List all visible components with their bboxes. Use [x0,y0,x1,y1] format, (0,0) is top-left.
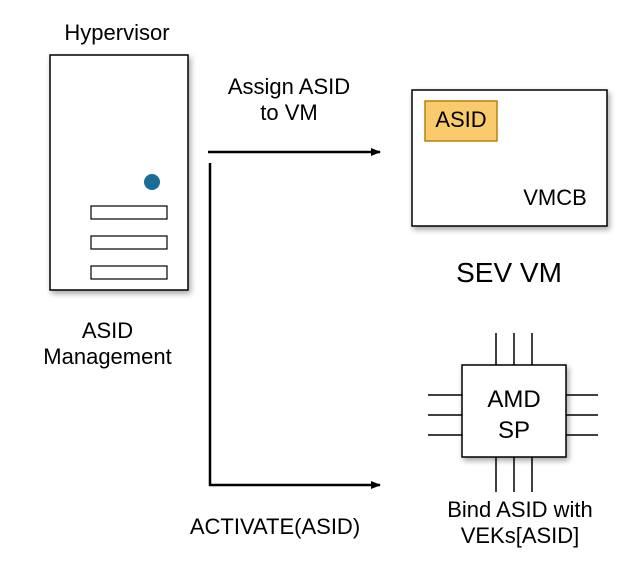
amd-sp-caption-line2: VEKs[ASID] [460,523,580,549]
activate-label: ACTIVATE(ASID) [189,514,361,539]
assign-label-line1: Assign ASID [227,74,351,99]
amd-sp-caption-line1: Bind ASID with [447,497,593,522]
vmcb-label: VMCB [523,185,587,210]
asid-field [424,100,498,142]
chip-pins [428,333,598,492]
amd-sp-line2: SP [497,417,530,445]
sev-vm-caption: SEV VM [456,257,562,288]
drive-bay-2 [90,235,168,250]
amd-sp-label: AMD SP [462,384,566,446]
activate-arrow [208,163,381,489]
assign-label-line2: to VM [260,100,318,126]
hypervisor-title: Hypervisor [64,20,170,45]
hypervisor-caption-line1: ASID [81,318,134,343]
hypervisor-caption-line2: Management [43,344,172,370]
hypervisor-caption: ASID Management [20,318,195,371]
assign-arrow-label: Assign ASID to VM [200,74,378,127]
amd-sp-chip [428,333,598,492]
amd-sp-line1: AMD [487,386,541,413]
hypervisor-server [49,54,189,291]
chip-body [461,364,567,458]
server-chassis [49,54,189,291]
amd-sp-caption: Bind ASID with VEKs[ASID] [420,497,620,550]
sev-vm [411,89,608,227]
status-led [144,174,160,190]
asid-field-label: ASID [435,107,487,132]
drive-bay-3 [90,265,168,280]
drive-bay-1 [90,205,168,220]
